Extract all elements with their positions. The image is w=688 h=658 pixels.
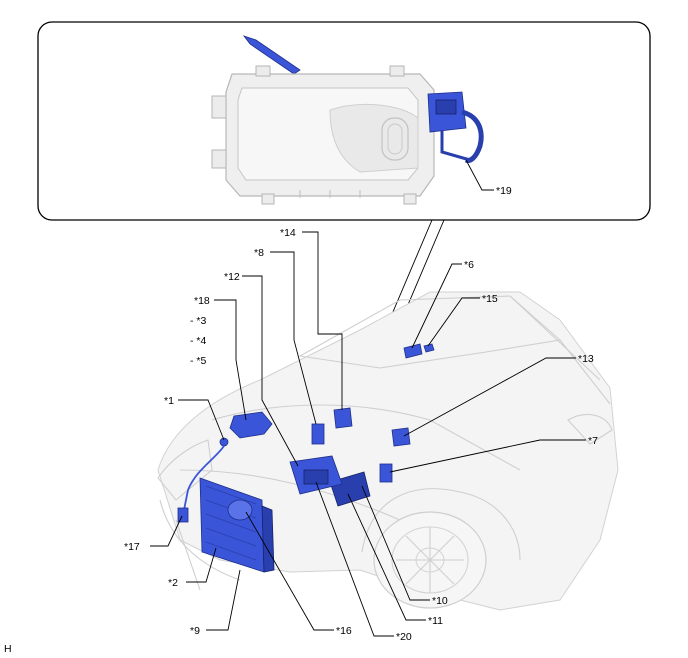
cable-top: [242, 35, 301, 75]
component-18: [229, 411, 273, 439]
vehicle-outline: [157, 291, 619, 611]
component-6: [403, 343, 423, 359]
sub-item-4: - *4: [190, 335, 207, 347]
detail-inset: *19: [37, 21, 651, 221]
component-20: [303, 469, 329, 485]
callout-labels: *14 *8 *12 *18 - *3 - *4 - *5 *1 *6 *15 …: [124, 227, 598, 643]
callout-12: *12: [224, 271, 240, 283]
sub-item-5: - *5: [190, 355, 207, 367]
callout-10: *10: [432, 595, 448, 607]
inverter-assembly-illustration: [211, 65, 435, 205]
connector-19: [427, 91, 484, 163]
component-7: [379, 463, 393, 483]
callout-2: *2: [168, 577, 178, 589]
leader-lines: [150, 231, 586, 637]
callout-18: *18: [194, 295, 210, 307]
component-9: [261, 505, 275, 573]
callout-15: *15: [482, 293, 498, 305]
callout-1: *1: [164, 395, 174, 407]
callout-17: *17: [124, 541, 140, 553]
callout-16: *16: [336, 625, 352, 637]
figure-code: H: [4, 643, 12, 655]
callout-19: *19: [496, 185, 512, 197]
callout-8: *8: [254, 247, 264, 259]
callout-7: *7: [588, 435, 598, 447]
callout-20: *20: [396, 631, 412, 643]
component-13: [391, 427, 411, 447]
component-17: [177, 507, 189, 523]
callout-11: *11: [428, 615, 443, 627]
sub-item-3: - *3: [190, 315, 207, 327]
callout-14: *14: [280, 227, 296, 239]
component-8: [311, 423, 325, 445]
component-16: [227, 499, 253, 521]
callout-13: *13: [578, 353, 594, 365]
component-14: [333, 407, 353, 429]
callout-6: *6: [464, 259, 474, 271]
callout-9: *9: [190, 625, 200, 637]
